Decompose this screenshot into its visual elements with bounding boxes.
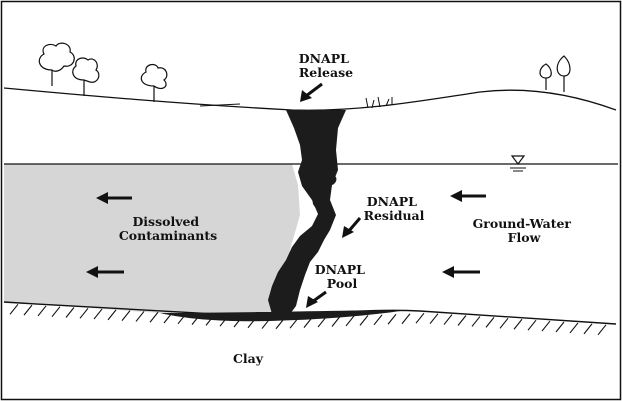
- groundwater-label-line2: Flow: [508, 230, 542, 245]
- clay-hatch-mark: [107, 309, 117, 321]
- residual-label-line2: Residual: [364, 208, 425, 223]
- clay-hatch-mark: [401, 313, 411, 325]
- svg-text:DNAPL Residual: DNAPL Residual: [364, 194, 425, 223]
- flow-arrow: [442, 266, 480, 278]
- release-label-line2: Release: [299, 65, 353, 80]
- clay-hatch-mark: [597, 324, 607, 336]
- trees-left: [38, 42, 168, 102]
- clay-hatch-mark: [79, 307, 89, 319]
- clay-hatch-mark: [527, 319, 537, 331]
- clay-hatch-mark: [121, 310, 131, 321]
- release-arrow: [300, 82, 323, 102]
- clay-hatch-mark: [65, 307, 75, 318]
- clay-hatch-mark: [485, 317, 495, 328]
- clay-hatch-mark: [9, 303, 19, 315]
- clay-hatch-mark: [415, 312, 425, 324]
- release-label-line1: DNAPL: [299, 51, 349, 66]
- grass-tufts: [199, 96, 393, 109]
- clay-label: Clay: [233, 351, 264, 366]
- clay-hatch-mark: [373, 314, 383, 326]
- svg-text:Dissolved Contaminants: Dissolved Contaminants: [119, 214, 217, 243]
- pool-label-line1: DNAPL: [315, 262, 365, 277]
- clay-hatch-mark: [457, 315, 467, 326]
- dnapl-residual-blob: [278, 270, 289, 283]
- trees-right: [539, 55, 571, 92]
- flow-arrow: [96, 192, 132, 204]
- clay-hatch-mark: [583, 323, 593, 335]
- clay-hatch-mark: [569, 322, 579, 334]
- svg-text:DNAPL Pool: DNAPL Pool: [315, 262, 370, 291]
- clay-hatch-mark: [345, 315, 355, 327]
- flow-arrow: [86, 266, 124, 278]
- clay-hatch-mark: [513, 318, 523, 330]
- residual-arrow: [342, 217, 362, 238]
- residual-label-line1: DNAPL: [367, 194, 417, 209]
- dnapl-residual-blob: [312, 196, 326, 209]
- clay-hatch-mark: [443, 314, 453, 325]
- clay-hatch-mark: [541, 320, 551, 332]
- groundwater-label-line1: Ground-Water: [473, 216, 572, 231]
- water-table-icon: [510, 155, 526, 172]
- clay-hatch-mark: [93, 308, 103, 320]
- dnapl-release-body: [268, 110, 346, 314]
- clay-hatch-mark: [471, 316, 481, 327]
- clay-hatch-mark: [317, 316, 327, 328]
- clay-hatch-mark: [359, 315, 369, 326]
- clay-hatch-mark: [135, 311, 145, 322]
- clay-hatch-mark: [51, 306, 61, 318]
- svg-text:Ground-Water Flow: Ground-Water Flow: [473, 216, 576, 245]
- ground-surface: [3, 87, 617, 111]
- dissolved-plume: [4, 164, 300, 318]
- pool-label-line2: Pool: [327, 276, 358, 291]
- clay-hatch-mark: [499, 317, 509, 329]
- dissolved-label-line1: Dissolved: [132, 214, 199, 229]
- clay-hatch-mark: [37, 305, 47, 317]
- clay-hatch-mark: [23, 304, 33, 316]
- clay-hatch-mark: [429, 313, 439, 325]
- dnapl-pool: [160, 310, 400, 322]
- clay-hatching: [9, 303, 607, 336]
- dissolved-label-line2: Contaminants: [119, 228, 217, 243]
- clay-hatch-mark: [387, 313, 397, 325]
- flow-arrow: [450, 190, 486, 202]
- pool-arrow: [306, 290, 327, 308]
- clay-hatch-mark: [149, 311, 159, 323]
- clay-hatch-mark: [331, 316, 341, 327]
- dnapl-residual-blob: [324, 174, 337, 186]
- dnapl-residual-blob: [294, 242, 306, 255]
- svg-text:DNAPL Release: DNAPL Release: [299, 51, 354, 80]
- clay-hatch-mark: [555, 321, 565, 333]
